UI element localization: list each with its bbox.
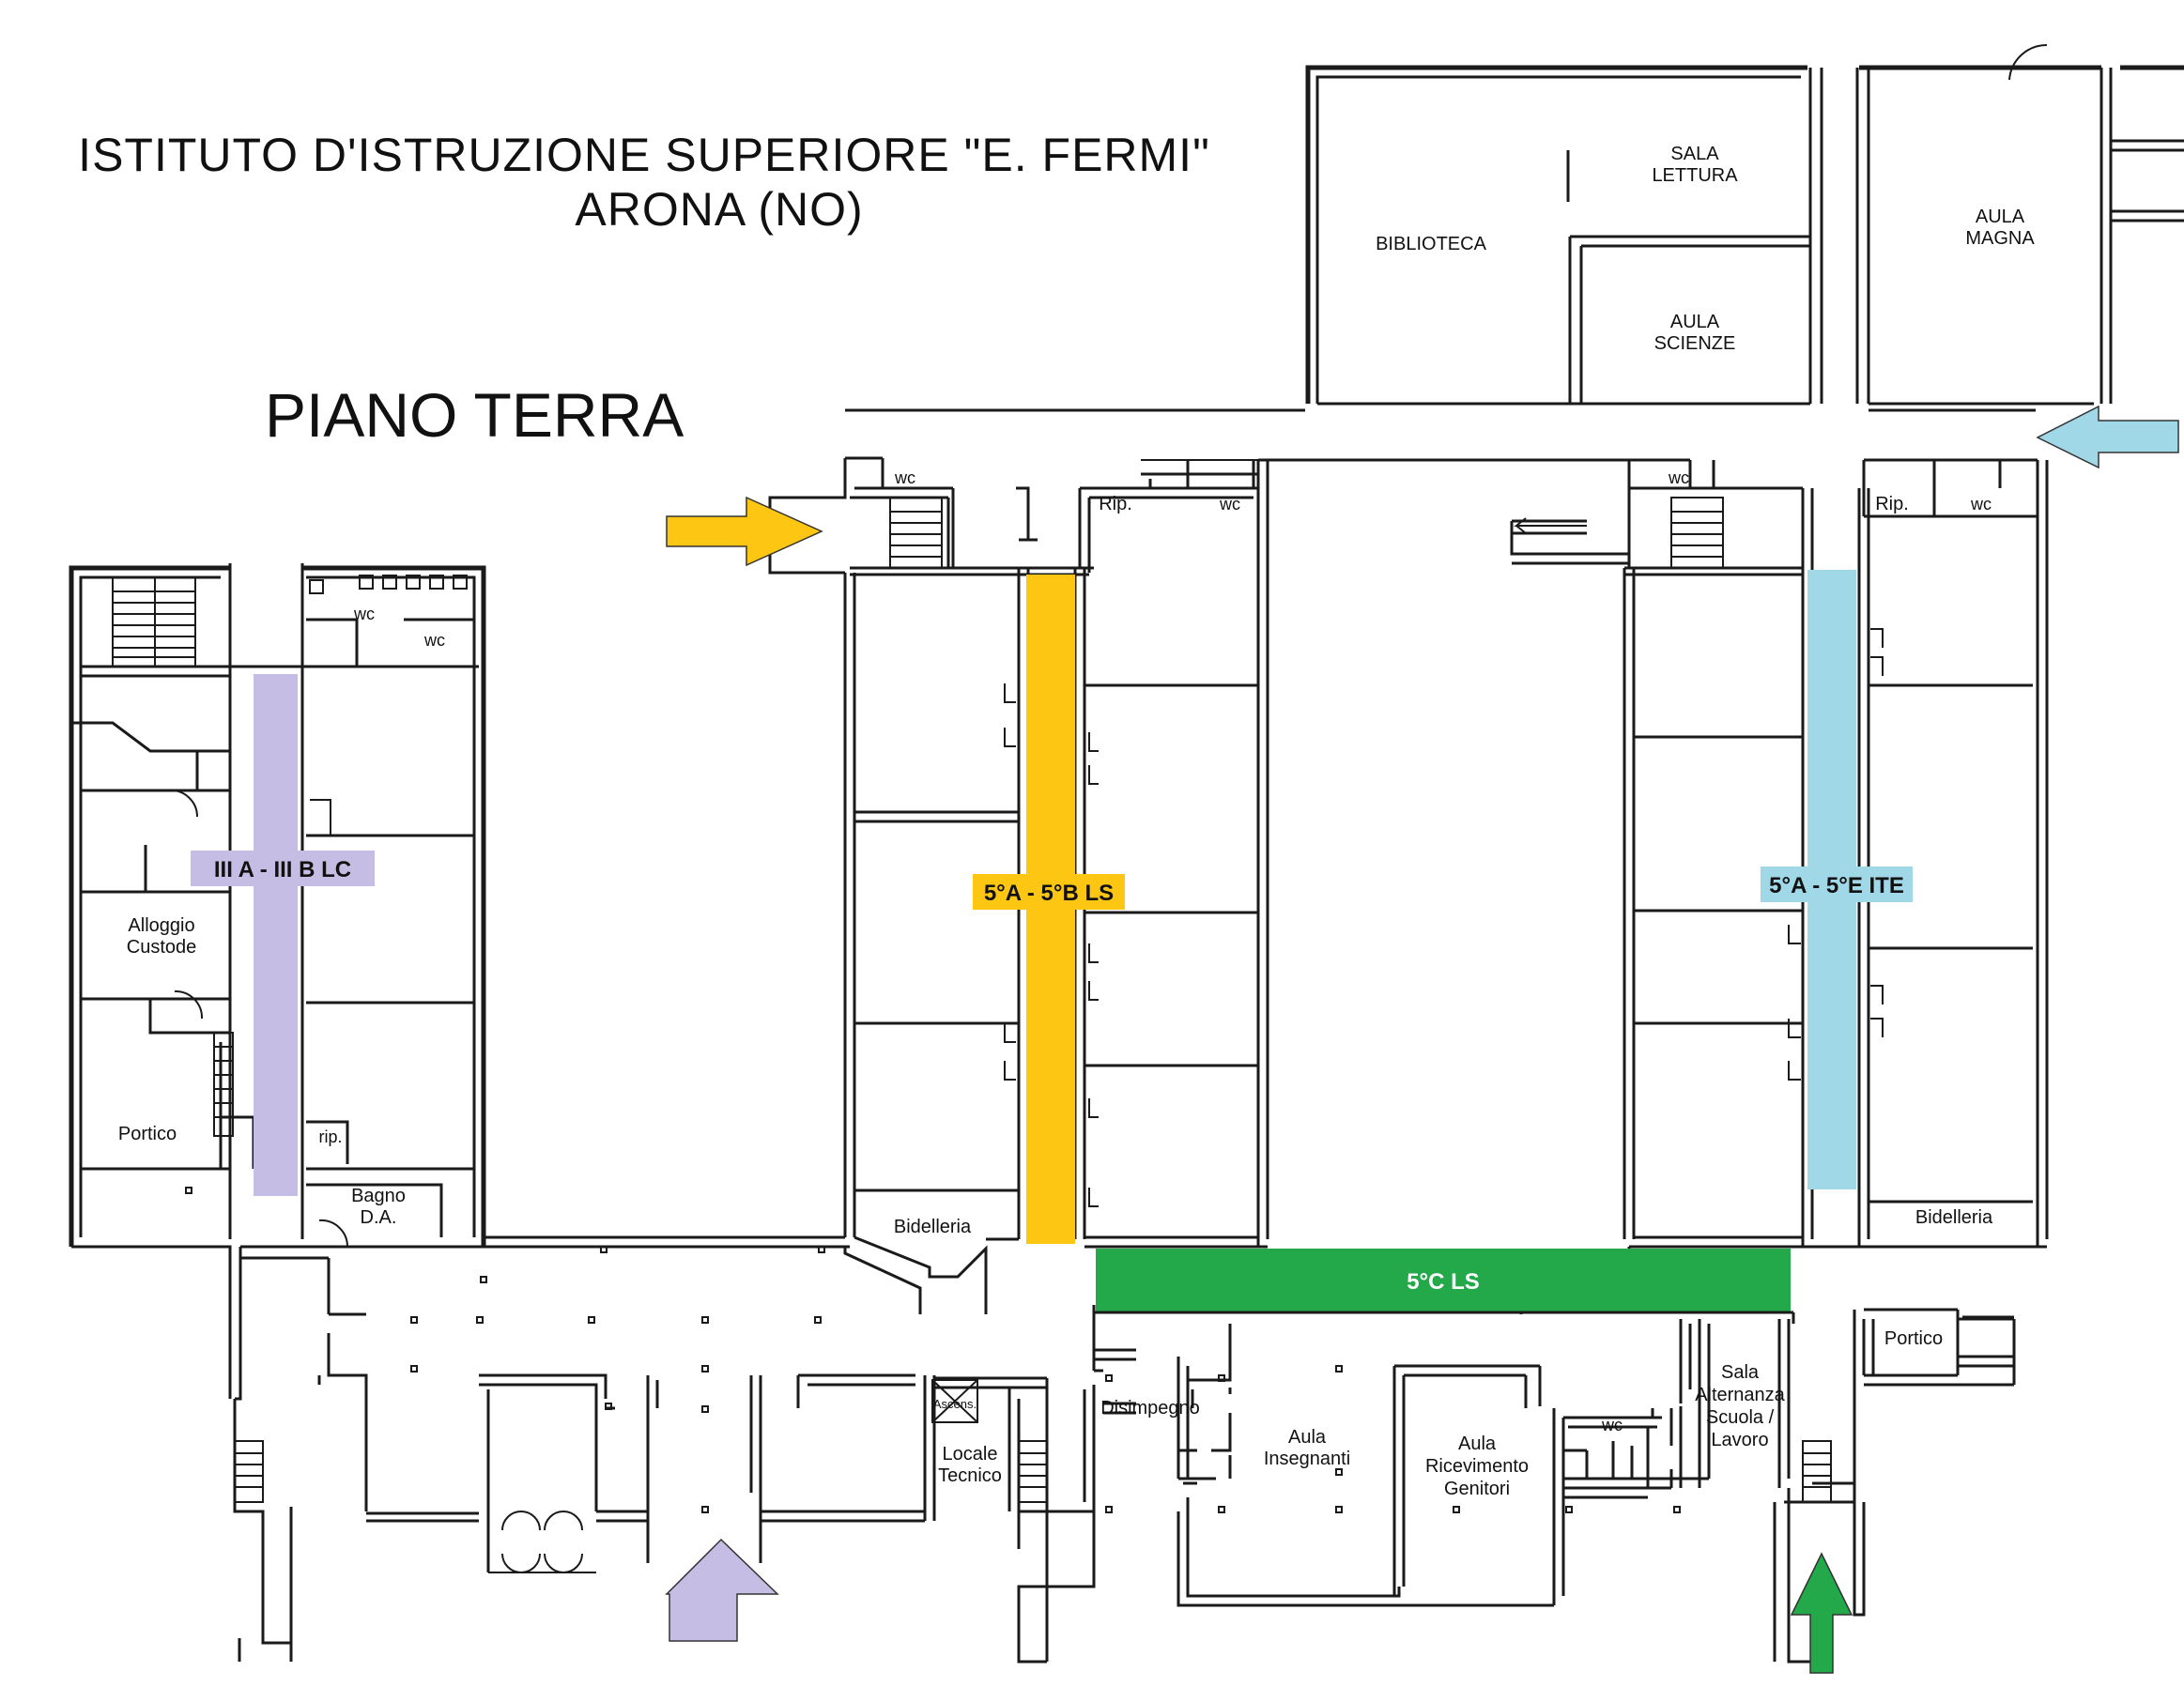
south-stairs-2: [1018, 1440, 1048, 1503]
right-stairs: [1670, 497, 1724, 569]
room-aula-magna-2: MAGNA: [1965, 228, 2035, 249]
room-wc-right-1: wc: [1668, 468, 1689, 487]
room-bagno-2: D.A.: [361, 1207, 397, 1228]
zone-band-5c-ls: [1096, 1249, 1791, 1312]
entry-arrow-yellow: [666, 496, 823, 567]
columns: [185, 1187, 1681, 1513]
room-aula-insegnanti-1: Aula: [1288, 1427, 1327, 1448]
room-aula-insegnanti-2: Insegnanti: [1264, 1449, 1350, 1469]
middle-door-marks: [1004, 683, 1099, 1207]
entry-arrow-blue: [2036, 405, 2179, 469]
room-wc-mid-1: wc: [894, 468, 915, 487]
room-wc-south: wc: [1601, 1416, 1623, 1434]
room-bidelleria-mid: Bidelleria: [894, 1217, 972, 1237]
left-wing: [69, 563, 486, 1399]
room-rip-left: rip.: [318, 1127, 342, 1146]
zone-label-iiia-iiib: III A - III B LC: [214, 857, 351, 882]
entrance-doors: [488, 1511, 596, 1573]
room-locale-tecnico-2: Tecnico: [938, 1465, 1002, 1486]
room-aula-ricevimento-2: Ricevimento: [1425, 1456, 1529, 1477]
zone-label-5a-5b-ls: 5°A - 5°B LS: [984, 881, 1114, 906]
room-alloggio-1: Alloggio: [128, 915, 194, 936]
room-bagno-1: Bagno: [351, 1186, 406, 1206]
entry-arrow-purple: [665, 1538, 779, 1642]
room-sala-lettura-1: SALA: [1670, 144, 1719, 164]
zone-band-iiia-iiib: [254, 674, 298, 1196]
room-wc-left-1: wc: [353, 605, 375, 623]
room-aula-ricevimento-3: Genitori: [1444, 1479, 1510, 1499]
floor-title: PIANO TERRA: [265, 380, 684, 450]
left-wc-fixtures: [309, 575, 468, 594]
room-biblioteca: BIBLIOTECA: [1376, 234, 1486, 254]
room-rip-right: Rip.: [1875, 494, 1909, 514]
room-portico-left: Portico: [118, 1124, 177, 1144]
zone-tag-5a-5e-ite: [1761, 867, 1913, 902]
south-stairs-1: [234, 1440, 264, 1503]
school-name: ISTITUTO D'ISTRUZIONE SUPERIORE "E. FERM…: [78, 129, 1210, 181]
left-stairs-mid: [213, 1032, 234, 1137]
elevator-box: [931, 1379, 978, 1423]
room-sala-alternanza-4: Lavoro: [1711, 1430, 1768, 1450]
middle-stairs: [889, 497, 943, 569]
room-wc-left-2: wc: [423, 631, 445, 650]
zone-label-5c-ls: 5°C LS: [1407, 1269, 1480, 1295]
room-aula-scienze-1: AULA: [1670, 312, 1720, 332]
room-rip-mid: Rip.: [1099, 494, 1132, 514]
room-sala-lettura-2: LETTURA: [1652, 165, 1738, 186]
school-city: ARONA (NO): [575, 183, 863, 236]
south-stairs-3: [1802, 1440, 1832, 1503]
zone-label-5a-5e-ite: 5°A - 5°E ITE: [1769, 873, 1904, 898]
room-sala-alternanza-2: Alternanza: [1695, 1385, 1785, 1405]
room-locale-tecnico-1: Locale: [943, 1444, 998, 1465]
entry-arrow-green: [1790, 1552, 1853, 1674]
room-sala-alternanza-3: Scuola /: [1706, 1407, 1775, 1428]
room-disimpegno: Disimpegno: [1100, 1398, 1200, 1419]
room-bidelleria-right: Bidelleria: [1915, 1207, 1993, 1228]
right-wing: [1258, 458, 2049, 1253]
room-aula-magna-1: AULA: [1976, 207, 2025, 227]
room-aula-ricevimento-1: Aula: [1458, 1434, 1497, 1454]
room-sala-alternanza-1: Sala: [1721, 1362, 1760, 1383]
internal-arrow: [1514, 517, 1587, 534]
room-alloggio-2: Custode: [127, 937, 197, 958]
top-block: [1305, 43, 2184, 406]
room-ascens: Ascens.: [933, 1397, 977, 1411]
room-portico-right: Portico: [1884, 1328, 1943, 1349]
room-wc-right-2: wc: [1970, 495, 1992, 514]
zone-tag-iiia-iiib: [191, 851, 375, 886]
room-wc-mid-2: wc: [1219, 495, 1240, 514]
south-hall: [228, 1247, 2016, 1664]
left-stairs-top: [112, 576, 196, 667]
right-door-marks: [1788, 628, 1884, 1081]
room-aula-scienze-2: SCIENZE: [1654, 333, 1736, 354]
zone-tag-5a-5b-ls: [973, 874, 1125, 910]
